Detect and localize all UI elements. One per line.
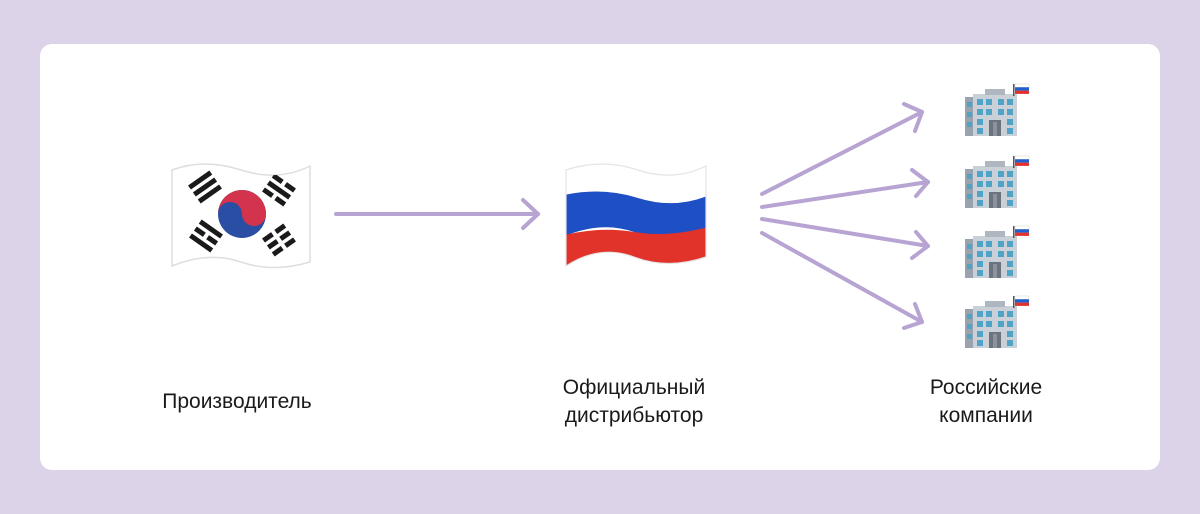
arrow-producer-to-distributor [334, 198, 540, 230]
office-building-with-russia-flag-icon [964, 155, 1030, 209]
south-korea-flag-icon [171, 163, 311, 269]
russia-flag-icon [565, 163, 707, 268]
producer-label: Производитель [162, 390, 312, 413]
companies-label-line2: компании [939, 404, 1033, 427]
arrow-to-company-1 [760, 102, 924, 196]
distributor-label-line2: дистрибьютор [564, 404, 704, 427]
companies-label: Российские компании [866, 374, 1106, 430]
arrows-distributor-to-companies [760, 102, 930, 330]
companies-label-line1: Российские [929, 376, 1043, 399]
office-building-with-russia-flag-icon [964, 225, 1030, 279]
office-building-with-russia-flag-icon [964, 83, 1030, 137]
arrow-to-company-3 [760, 217, 930, 260]
arrow-to-company-4 [760, 231, 924, 330]
arrow-to-company-2 [760, 168, 930, 209]
distributor-label-line1: Официальный [562, 376, 706, 399]
office-building-with-russia-flag-icon [964, 295, 1030, 349]
distributor-label: Официальный дистрибьютор [514, 374, 754, 430]
